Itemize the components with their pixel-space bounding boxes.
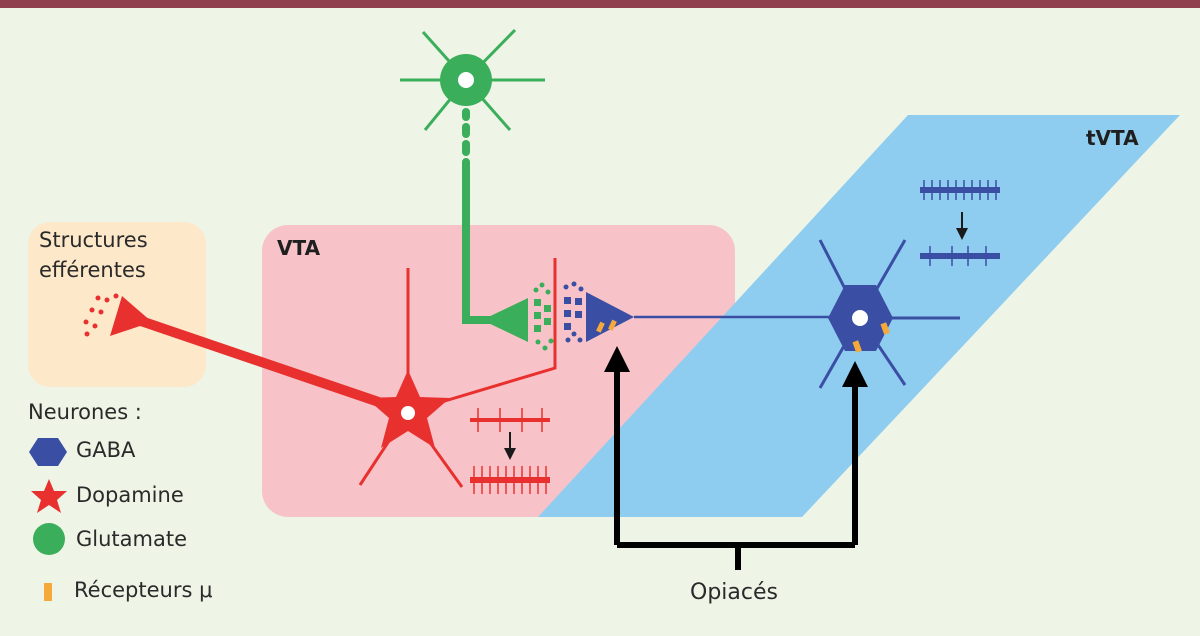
opiates-label: Opiacés <box>690 580 778 605</box>
top-bar <box>0 0 1200 8</box>
glutamate-vesicles <box>533 282 554 351</box>
glutamate-terminal <box>482 298 528 342</box>
opiates-arrowhead-gaba <box>842 361 868 387</box>
opiates-arrows <box>604 346 868 570</box>
vta-label: VTA <box>277 236 321 260</box>
dopamine-nucleus <box>401 406 415 420</box>
gaba-firing-trace-low <box>920 246 1000 266</box>
gaba-firing-trace-high <box>920 180 1000 200</box>
dopamine-trace-arrow <box>504 432 516 460</box>
opiates-arrowhead-synapse <box>604 346 630 372</box>
dopamine-release-dots <box>83 293 119 337</box>
tvta-label: tVTA <box>1086 126 1139 150</box>
glutamate-nucleus <box>458 72 474 88</box>
star-icon <box>31 479 67 513</box>
gaba-trace-arrow <box>956 212 968 240</box>
legend-title: Neurones : <box>28 400 142 424</box>
dopamine-firing-trace-low <box>470 408 550 432</box>
circle-icon <box>33 523 65 555</box>
efferent-region-box <box>28 222 206 387</box>
receptor-icon <box>44 583 52 601</box>
gaba-soma-receptors <box>852 322 890 353</box>
legend-receptor-label: Récepteurs μ <box>74 578 213 602</box>
gaba-nucleus <box>852 310 868 326</box>
efferent-label-line2: efférentes <box>39 258 146 282</box>
dopamine-terminal <box>110 296 152 336</box>
dopamine-firing-trace-high <box>470 466 550 494</box>
gaba-terminal-receptors <box>596 319 617 333</box>
legend-gaba-label: GABA <box>76 438 136 462</box>
legend-dopamine-label: Dopamine <box>76 483 184 507</box>
gaba-vesicles <box>563 281 584 343</box>
hexagon-icon <box>29 438 67 466</box>
legend-glutamate-label: Glutamate <box>76 527 187 551</box>
dopamine-axon <box>136 315 410 417</box>
efferent-label-line1: Structures <box>39 228 148 252</box>
